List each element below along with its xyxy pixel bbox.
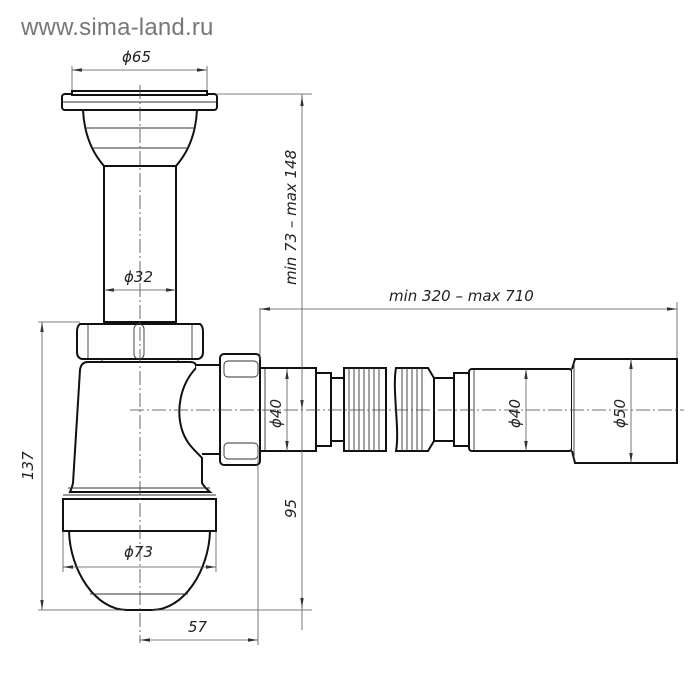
corrugated-section-left [343,367,387,452]
svg-text:137: 137 [19,451,37,480]
svg-text:95: 95 [282,499,300,518]
svg-text:ϕ40: ϕ40 [506,399,524,428]
sink-flange [61,90,218,111]
dim-outlet-end-diameter: ϕ50 [611,359,633,463]
corrugated-section-right [393,367,435,452]
dim-outlet-length: min 320 – max 710 [259,287,678,360]
watermark-text: www.sima-land.ru [21,14,214,41]
dim-total-height: 137 [19,321,125,611]
top-nut [76,323,204,362]
svg-text:min 320 – max 710: min 320 – max 710 [389,287,534,305]
dim-tailpipe-diameter: ϕ32 [104,268,176,292]
svg-text:min 73 – max 148: min 73 – max 148 [282,150,300,285]
svg-text:ϕ50: ϕ50 [611,399,629,428]
dim-height-range: min 73 – max 148 [217,93,312,630]
svg-text:ϕ40: ϕ40 [267,399,285,428]
bottle-body [68,361,221,493]
dim-outlet-axis-height: 95 [152,400,312,611]
svg-text:57: 57 [188,618,208,636]
outlet-extension [433,358,678,464]
side-nut [219,353,261,466]
bottom-cap-ring [62,494,217,532]
svg-text:ϕ32: ϕ32 [124,268,153,286]
bottom-cap [67,530,212,611]
svg-text:ϕ73: ϕ73 [124,543,153,561]
dim-bottle-diameter: ϕ73 [62,531,217,572]
dim-flange-diameter: ϕ65 [71,48,208,90]
dim-outlet-diameter-2: ϕ40 [506,369,528,451]
dim-outlet-diameter-1: ϕ40 [267,369,289,451]
svg-text:ϕ65: ϕ65 [122,48,151,66]
dim-axis-offset: 57 [140,454,259,645]
